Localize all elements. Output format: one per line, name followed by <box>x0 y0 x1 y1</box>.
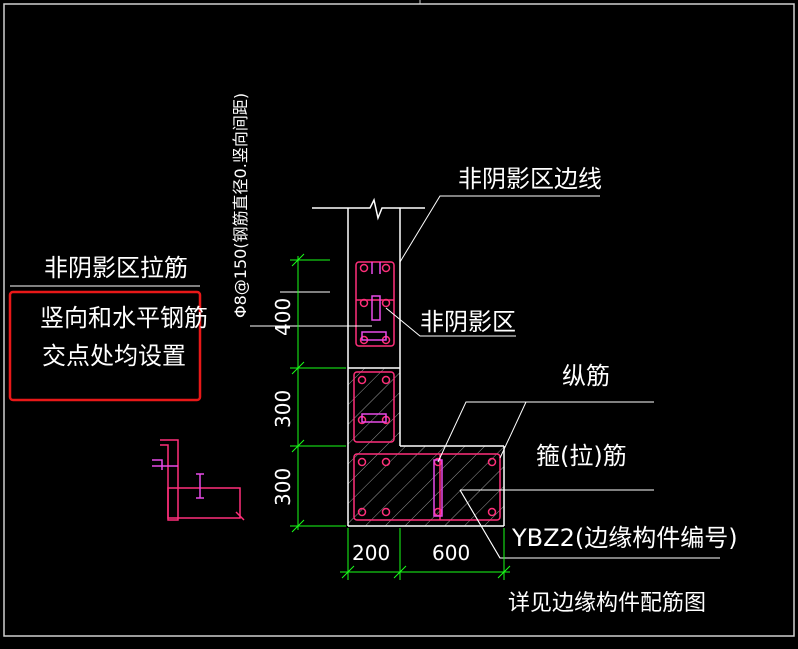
tie-hook-detail <box>152 439 245 521</box>
dim-300-lower: 300 <box>271 468 295 506</box>
stirrup-tie-label: 箍(拉)筋 <box>536 442 627 470</box>
dim-400: 400 <box>271 298 295 336</box>
callout-highlight-box <box>8 290 202 402</box>
longitudinal-bar-label: 纵筋 <box>562 362 610 390</box>
dim-300-upper: 300 <box>271 390 295 428</box>
callout-text-line-1: 竖向和水平钢筋 <box>40 304 208 332</box>
non-shadow-tie-bars <box>361 262 387 341</box>
wall-outline <box>312 197 505 527</box>
shadow-zone-hatch <box>348 368 504 526</box>
dimension-lines <box>290 253 511 580</box>
see-detail-label: 详见边缘构件配筋图 <box>508 591 706 616</box>
non-shadow-tie-bar-label: 非阴影区拉筋 <box>44 254 188 282</box>
leader-lines <box>250 195 720 559</box>
non-shadow-edge-line-label: 非阴影区边线 <box>458 165 602 193</box>
non-shadow-zone-label: 非阴影区 <box>420 308 516 336</box>
non-shadow-rebar <box>355 261 395 347</box>
rebar-spec-label: Φ8@150(钢筋直径0.竖向间距) <box>231 93 250 318</box>
dim-600: 600 <box>432 541 470 565</box>
shadow-zone-ties <box>361 413 443 517</box>
dim-200: 200 <box>352 541 390 565</box>
shadow-zone-rebar <box>353 371 501 521</box>
callout-text-line-2: 交点处均设置 <box>42 342 186 370</box>
member-id-label: YBZ2(边缘构件编号) <box>511 524 738 552</box>
